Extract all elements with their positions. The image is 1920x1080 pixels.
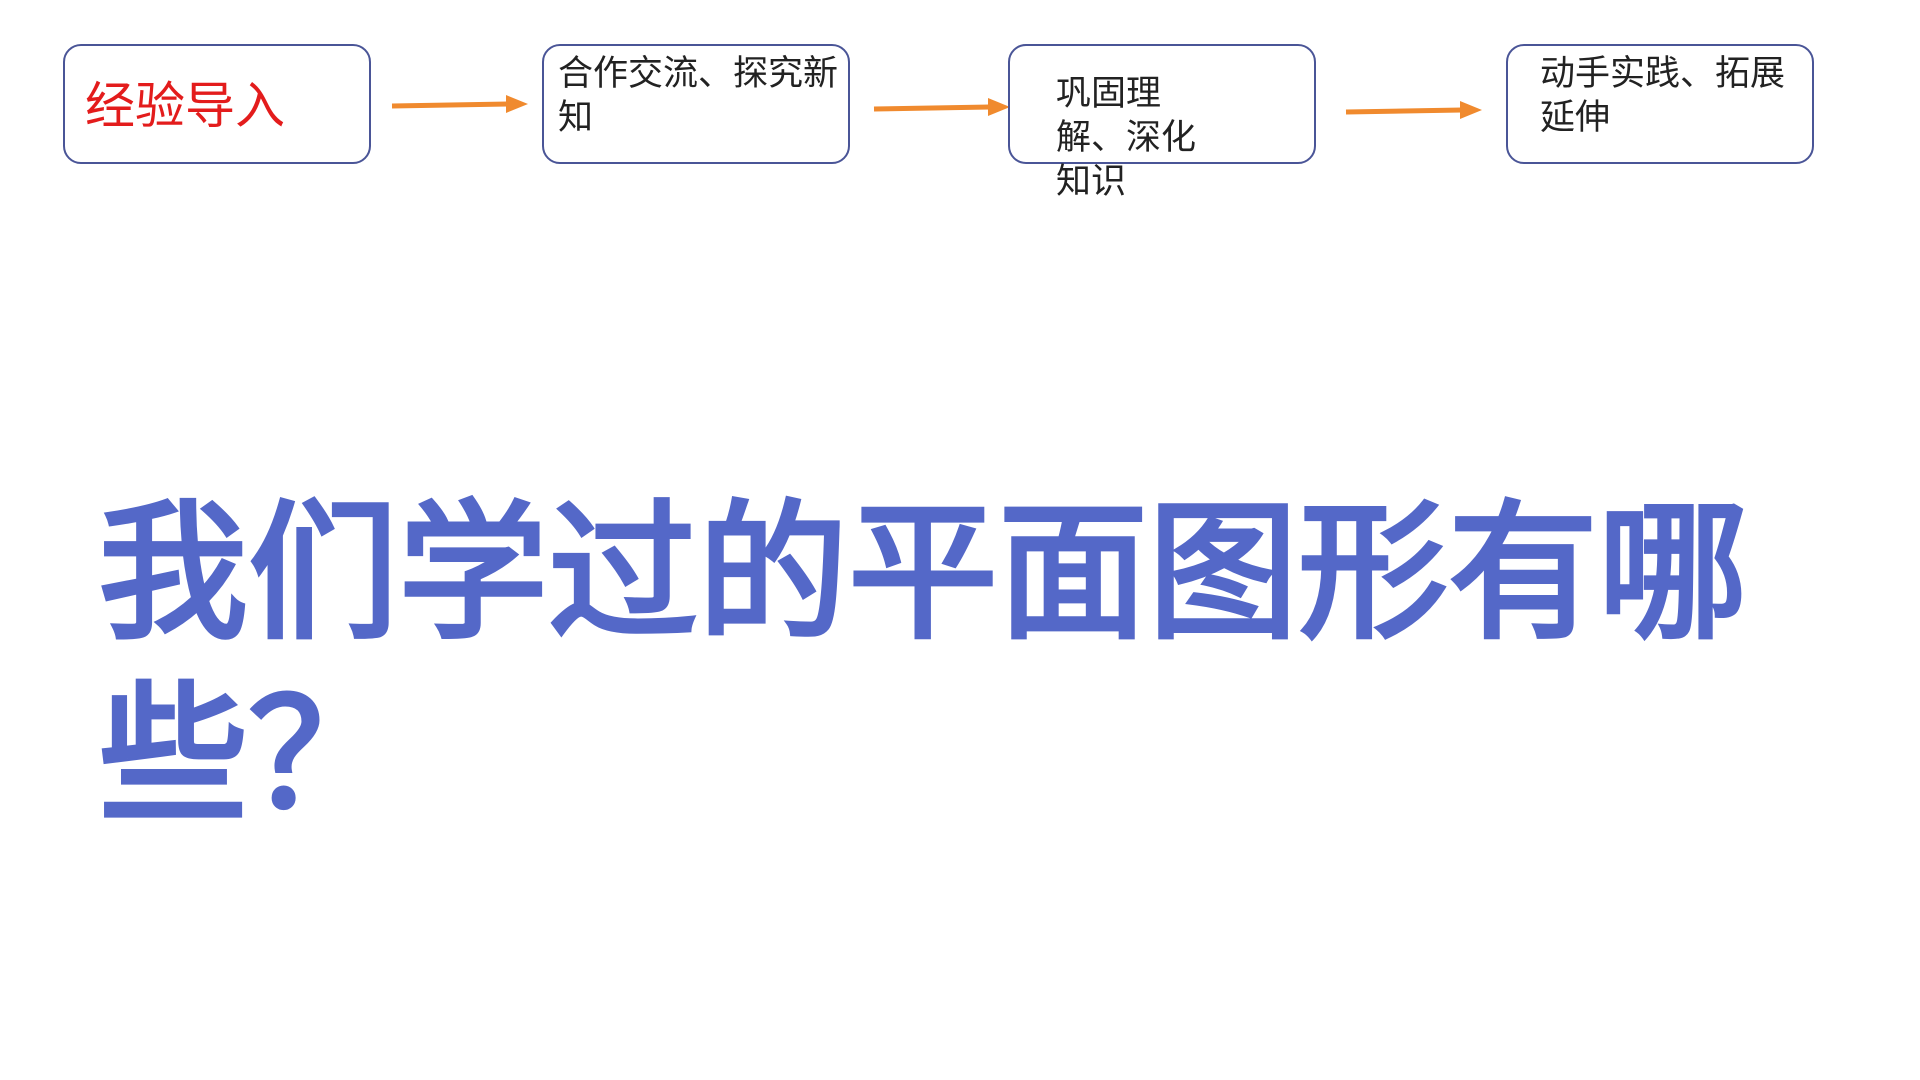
step-box-experience-intro: 经验导入 <box>63 44 371 164</box>
flow-arrow-icon <box>873 98 1010 116</box>
step-label: 合作交流、探究新知 <box>558 54 839 138</box>
step-box-cooperative-explore: 合作交流、探究新知 <box>542 44 850 164</box>
flow-arrow-icon <box>1345 101 1482 119</box>
step-label: 动手实践、拓展延伸 <box>1540 54 1786 138</box>
step-label: 经验导入 <box>85 77 285 135</box>
step-label: 巩固理解、深化知识 <box>1056 74 1197 202</box>
step-box-consolidate: 巩固理解、深化知识 <box>1008 44 1316 202</box>
main-question: 我们学过的平面图形有哪些？ <box>98 485 1749 843</box>
step-box-hands-on-practice: 动手实践、拓展延伸 <box>1506 44 1814 164</box>
flow-arrow-icon <box>391 95 528 113</box>
